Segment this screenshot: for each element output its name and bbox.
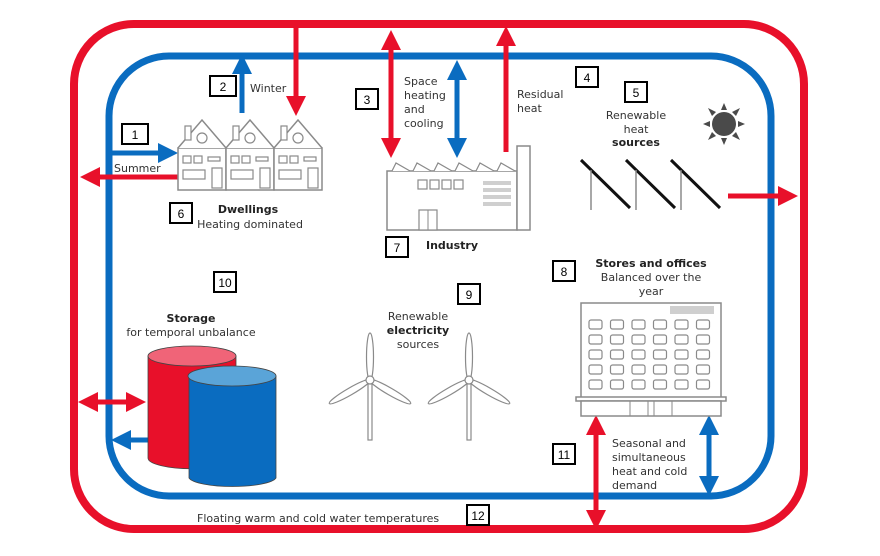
office-window xyxy=(652,379,668,390)
footer-caption: Floating warm and cold water temperature… xyxy=(197,512,439,525)
demand-label-line3: heat and cold xyxy=(612,465,687,478)
svg-text:9: 9 xyxy=(466,288,473,302)
office-window xyxy=(695,364,711,375)
number-label-6: 6 xyxy=(169,202,193,224)
office-window xyxy=(609,349,625,360)
warm-water-loop xyxy=(70,20,808,533)
dwellings-icon xyxy=(177,118,323,191)
stores-title: Stores and offices xyxy=(595,257,707,270)
svg-text:3: 3 xyxy=(364,93,371,107)
office-window xyxy=(631,379,646,390)
office-window xyxy=(588,334,603,345)
number-label-11: 11 xyxy=(552,443,576,465)
industry-title: Industry xyxy=(426,239,478,252)
office-window xyxy=(631,364,646,375)
storage-subtitle: for temporal unbalance xyxy=(126,326,255,339)
svg-text:12: 12 xyxy=(471,509,485,523)
office-window xyxy=(609,334,625,345)
demand-label-line1: Seasonal and xyxy=(612,437,686,450)
office-window xyxy=(695,379,711,390)
office-window xyxy=(609,379,625,390)
sun-icon xyxy=(703,103,745,145)
space-heating-label-line1: Space xyxy=(404,75,438,88)
solar-collectors-icon xyxy=(579,158,722,210)
office-window xyxy=(588,379,603,390)
space-heating-label-line2: heating xyxy=(404,89,446,102)
number-label-12: 12 xyxy=(466,504,490,526)
svg-text:8: 8 xyxy=(561,265,568,279)
dwellings-subtitle: Heating dominated xyxy=(197,218,303,231)
renewable-heat-label-line3: sources xyxy=(612,136,660,149)
electricity-label-line1: Renewable xyxy=(388,310,448,323)
stores-subtitle-line2: year xyxy=(639,285,664,298)
space-heating-label-line4: cooling xyxy=(404,117,444,130)
office-window xyxy=(695,319,711,330)
office-window xyxy=(588,319,603,330)
stores-subtitle-line1: Balanced over the xyxy=(601,271,702,284)
number-label-3: 3 xyxy=(355,88,379,110)
factory-icon xyxy=(386,145,531,231)
number-label-4: 4 xyxy=(575,66,599,88)
office-window xyxy=(674,364,689,375)
renewable-heat-label-line1: Renewable xyxy=(606,109,666,122)
office-building-icon xyxy=(575,302,727,417)
svg-text:4: 4 xyxy=(584,71,591,85)
number-label-2: 2 xyxy=(209,75,237,97)
renewable-heat-label-line2: heat xyxy=(624,123,649,136)
office-window xyxy=(631,319,646,330)
summer-label: Summer xyxy=(114,162,161,175)
number-label-10: 10 xyxy=(213,271,237,293)
svg-text:10: 10 xyxy=(218,276,232,290)
svg-text:5: 5 xyxy=(633,86,640,100)
svg-text:7: 7 xyxy=(394,241,401,255)
office-window xyxy=(631,334,646,345)
office-window xyxy=(588,349,603,360)
storage-title: Storage xyxy=(167,312,216,325)
office-window xyxy=(652,364,668,375)
number-label-5: 5 xyxy=(624,81,648,103)
office-window xyxy=(695,334,711,345)
number-label-1: 1 xyxy=(121,123,149,145)
office-window xyxy=(652,319,668,330)
residual-heat-label-line2: heat xyxy=(517,102,542,115)
residual-heat-label-line1: Residual xyxy=(517,88,563,101)
wind-turbine-icon xyxy=(328,332,412,441)
number-label-8: 8 xyxy=(552,260,576,282)
office-window xyxy=(674,379,689,390)
office-window xyxy=(674,349,689,360)
number-label-9: 9 xyxy=(457,283,481,305)
office-window xyxy=(695,349,711,360)
dwellings-title: Dwellings xyxy=(218,203,279,216)
winter-label: Winter xyxy=(250,82,287,95)
cold-storage-tank-icon xyxy=(187,365,277,487)
office-window xyxy=(588,364,603,375)
office-window xyxy=(674,319,689,330)
office-window xyxy=(652,334,668,345)
office-window xyxy=(609,364,625,375)
cold-water-loop xyxy=(105,52,775,500)
svg-text:11: 11 xyxy=(558,448,571,462)
office-window xyxy=(674,334,689,345)
svg-text:6: 6 xyxy=(178,207,185,221)
electricity-label-line3: sources xyxy=(397,338,440,351)
space-heating-label-line3: and xyxy=(404,103,425,116)
demand-label-line4: demand xyxy=(612,479,657,492)
number-label-7: 7 xyxy=(385,236,409,258)
office-window xyxy=(631,349,646,360)
office-window xyxy=(652,349,668,360)
svg-text:2: 2 xyxy=(220,80,227,94)
office-window xyxy=(609,319,625,330)
demand-label-line2: simultaneous xyxy=(612,451,686,464)
svg-text:1: 1 xyxy=(132,128,139,142)
electricity-label-line2: electricity xyxy=(387,324,449,337)
wind-turbine-icon xyxy=(427,332,511,441)
